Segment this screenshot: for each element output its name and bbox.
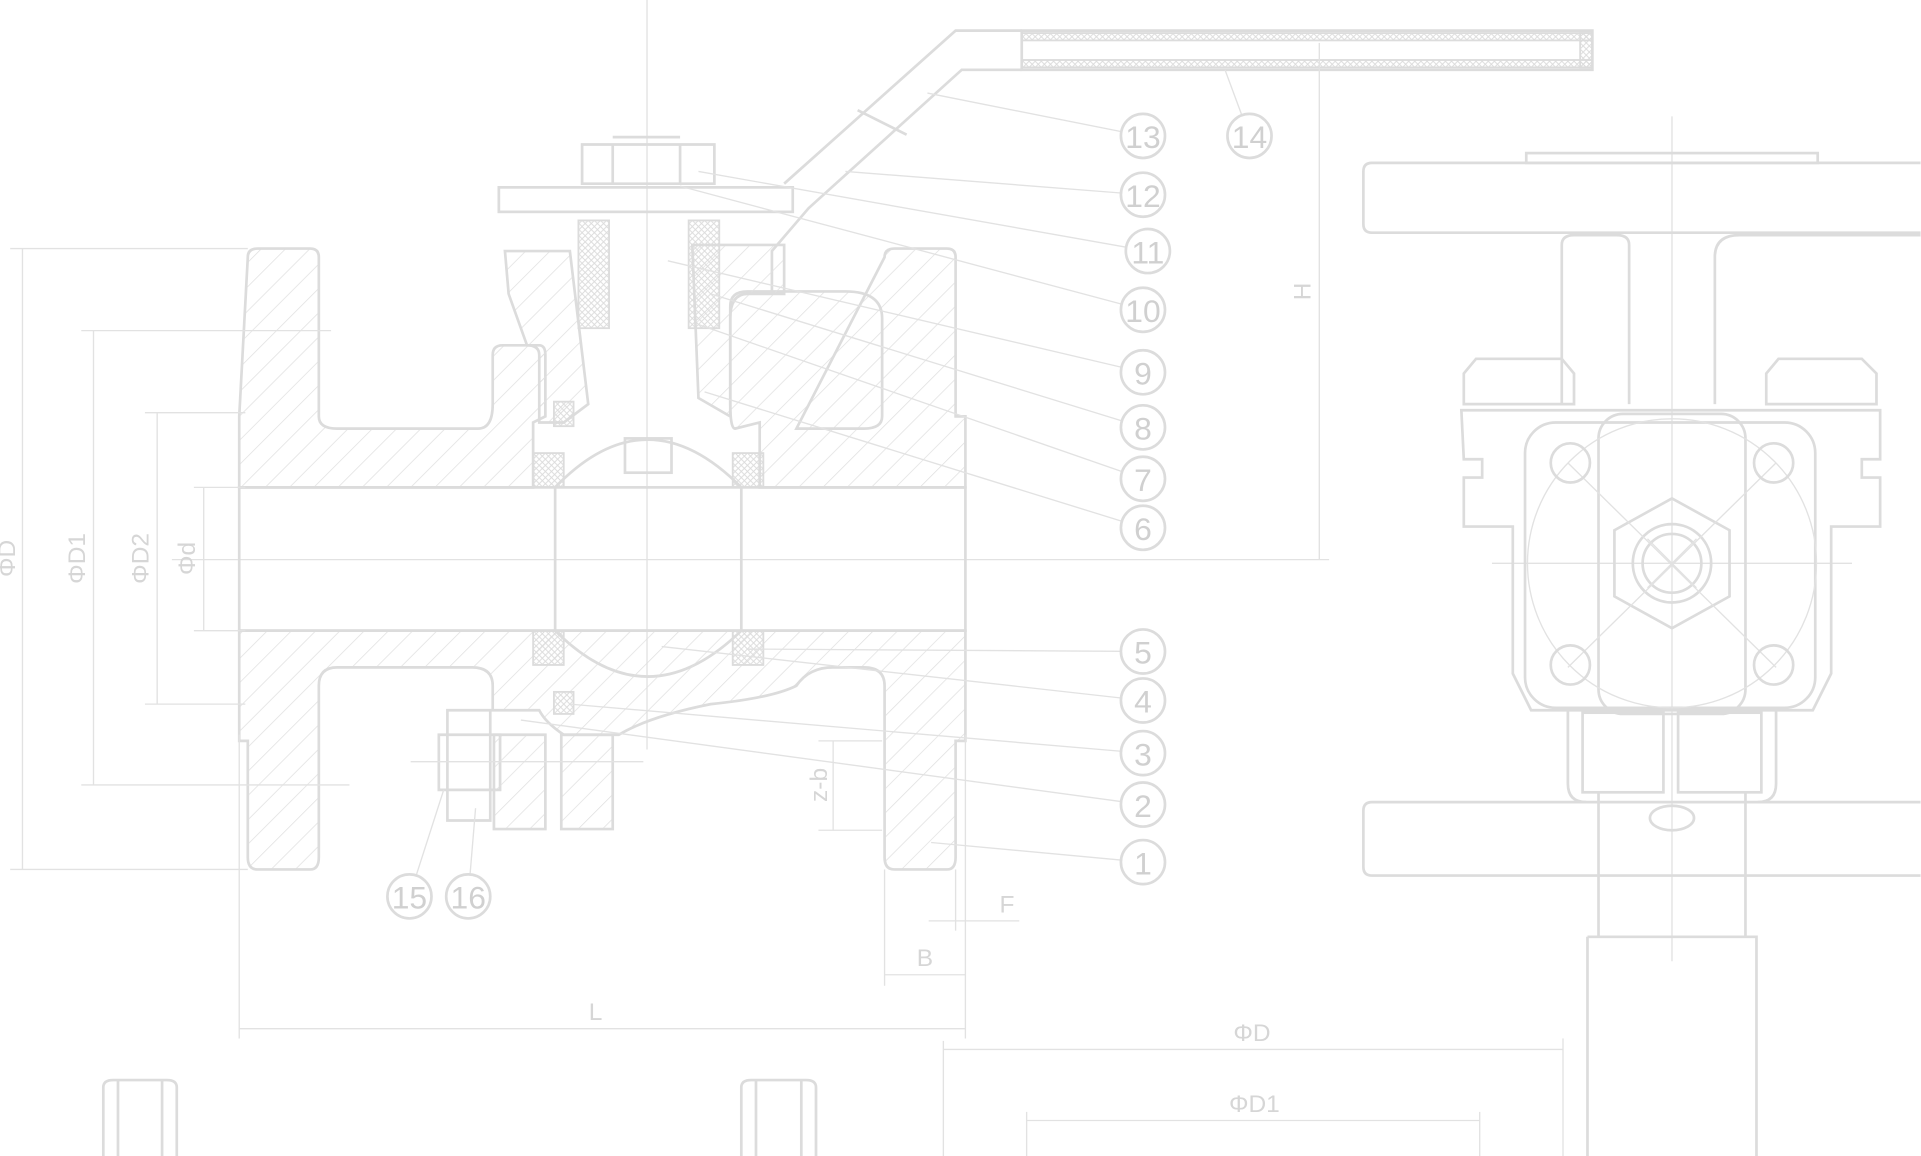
callout-number: 8 <box>1134 411 1152 447</box>
leader-line <box>415 789 445 876</box>
callout-number: 10 <box>1125 293 1160 329</box>
callout-number: 4 <box>1134 684 1152 720</box>
callout-number: 11 <box>1131 234 1164 270</box>
leader-line <box>667 260 1122 368</box>
callout-circle <box>1119 171 1167 219</box>
dim-B: B <box>917 945 933 972</box>
leader-line <box>679 185 1122 305</box>
callout-number: 5 <box>1134 635 1152 671</box>
callout-3: 3 <box>569 703 1167 777</box>
callout-circle <box>1119 112 1167 160</box>
leader-line <box>569 703 1122 752</box>
callout-circle <box>1226 112 1273 160</box>
end-view <box>1362 116 1921 1156</box>
callout-1: 1 <box>931 838 1167 886</box>
callout-circle <box>1119 403 1167 451</box>
callout-number: 15 <box>392 880 427 916</box>
callout-circle <box>1119 781 1167 828</box>
dim-D1-left: ΦD1 <box>64 533 91 584</box>
callout-circle <box>386 873 433 920</box>
callout-circle <box>1119 729 1167 777</box>
callout-circle <box>1119 455 1167 503</box>
dim-H: H <box>1290 283 1317 301</box>
dim-d-left: Φd <box>174 542 201 575</box>
callout-number: 3 <box>1134 736 1152 772</box>
callout-number: 14 <box>1232 119 1267 155</box>
callout-4: 4 <box>661 645 1167 724</box>
dim-D-bottom: ΦD <box>1233 1020 1270 1047</box>
callout-9: 9 <box>667 260 1167 396</box>
callout-circle <box>1124 227 1172 275</box>
leader-line <box>710 293 1123 422</box>
callout-number: 9 <box>1134 355 1152 391</box>
dim-D-left: ΦD <box>0 540 21 577</box>
leader-line <box>698 323 1123 473</box>
callout-16: 16 <box>444 808 492 920</box>
callout-6: 6 <box>704 391 1167 552</box>
callout-number: 12 <box>1125 178 1160 214</box>
leader-line <box>520 719 1122 803</box>
callout-number: 16 <box>451 880 486 916</box>
callout-number: 2 <box>1134 788 1152 824</box>
callout-number: 6 <box>1134 511 1152 547</box>
callout-circle <box>1119 628 1167 675</box>
callout-12: 12 <box>845 170 1167 219</box>
callout-11: 11 <box>698 170 1172 275</box>
callout-number: 13 <box>1125 119 1160 155</box>
section-view <box>10 0 1594 1039</box>
dim-L: L <box>589 999 603 1026</box>
callout-circle <box>1119 838 1167 886</box>
leader-line <box>1224 69 1243 116</box>
callout-14: 14 <box>1224 69 1273 160</box>
dim-D1-bottom: ΦD1 <box>1229 1091 1280 1118</box>
callout-circle <box>1119 677 1167 724</box>
bottom-view <box>101 1038 1564 1156</box>
leader-line <box>931 841 1122 861</box>
dimension-labels: H L B F z-b ΦD ΦD1 ΦD2 Φd ΦD ΦD1 <box>0 283 1317 1118</box>
leader-line <box>698 170 1127 248</box>
leader-line <box>747 648 1121 653</box>
callout-8: 8 <box>710 293 1167 451</box>
callout-circle <box>444 873 492 920</box>
callout-circle <box>1119 286 1167 334</box>
callout-circle <box>1119 504 1167 552</box>
callout-number: 7 <box>1134 462 1152 498</box>
dim-D2-left: ΦD2 <box>128 533 155 584</box>
dim-z-b: z-b <box>806 768 833 802</box>
callout-5: 5 <box>747 628 1167 675</box>
callout-circle <box>1119 348 1167 396</box>
dim-F: F <box>1000 891 1015 918</box>
callout-13: 13 <box>927 92 1167 160</box>
callout-15: 15 <box>386 789 445 920</box>
leader-line <box>704 391 1123 522</box>
leader-line <box>927 92 1122 133</box>
callout-7: 7 <box>698 323 1167 503</box>
leader-line <box>469 808 477 875</box>
callout-2: 2 <box>520 719 1167 828</box>
callout-number: 1 <box>1134 845 1152 881</box>
leader-line <box>845 170 1122 194</box>
callout-10: 10 <box>679 185 1167 334</box>
leader-line <box>661 645 1122 699</box>
